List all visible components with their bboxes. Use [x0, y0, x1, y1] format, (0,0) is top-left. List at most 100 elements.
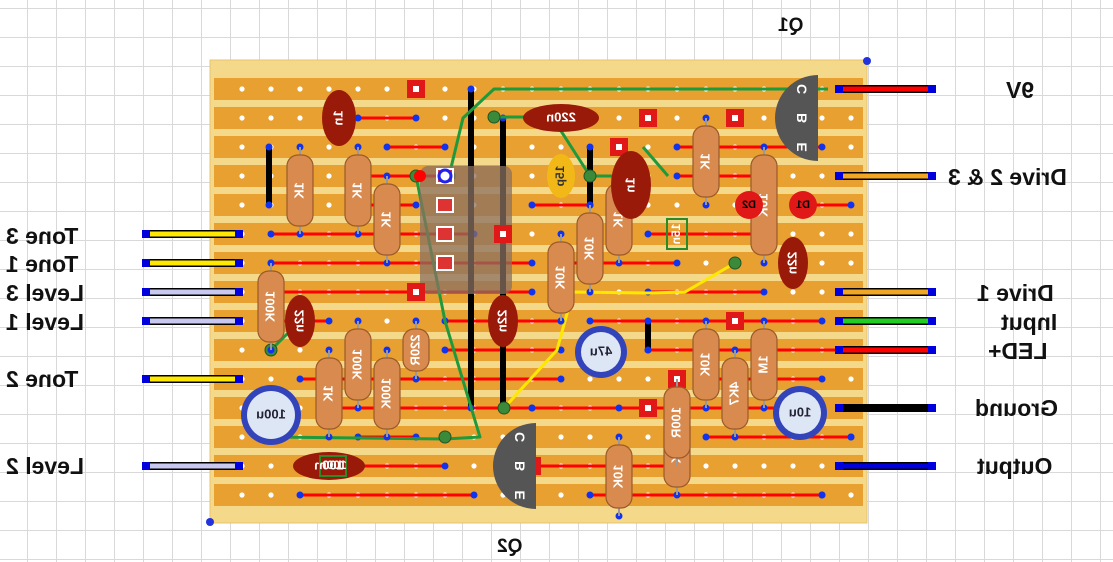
q2-label: Q2 — [497, 536, 523, 557]
solder-point — [528, 404, 536, 412]
strip-hole — [239, 347, 245, 353]
electrolytic-top — [581, 332, 621, 372]
transistor-pin-label: B — [794, 113, 810, 123]
strip-hole — [239, 115, 245, 121]
strip-hole — [239, 202, 245, 208]
resistor-body — [692, 125, 720, 198]
tantalum-body — [547, 154, 575, 198]
ceramic-body — [523, 104, 599, 132]
solder-point — [557, 375, 565, 383]
resistor-body — [402, 328, 430, 372]
ceramic-value: 22n — [291, 310, 306, 332]
copper-strip — [214, 252, 863, 274]
resistor-value: 4K7 — [726, 382, 741, 406]
solder-point — [441, 462, 449, 470]
green-wire — [494, 115, 629, 178]
label-drive-2-3: Drive 2 & 3 — [948, 164, 1067, 190]
lead-end — [835, 404, 843, 412]
resistor-body — [692, 328, 720, 401]
resistor: 1K — [692, 118, 720, 205]
strip-hole — [674, 202, 680, 208]
resistor-body — [344, 154, 372, 227]
strip-hole — [326, 202, 332, 208]
strip-hole — [848, 260, 854, 266]
strip-hole — [645, 434, 651, 440]
strip-hole — [616, 115, 622, 121]
label-level-2: Level 2 — [6, 453, 84, 479]
transistor-pin-label: B — [512, 461, 528, 471]
resistor-body — [576, 212, 604, 285]
strip-hole — [239, 86, 245, 92]
cut-pad-hole — [413, 289, 419, 295]
solder-point — [412, 201, 420, 209]
strip-hole — [587, 434, 593, 440]
transistor-body — [775, 75, 818, 161]
ic-pin-pad — [436, 226, 454, 242]
resistor-body — [750, 328, 778, 401]
strip-hole — [268, 492, 274, 498]
diode-body — [789, 191, 817, 219]
strip-hole — [819, 260, 825, 266]
off-board-leads — [142, 85, 936, 470]
lead-end — [835, 172, 843, 180]
ceramic-body — [322, 90, 356, 146]
strip-hole — [529, 173, 535, 179]
strip-hole — [819, 231, 825, 237]
solder-point — [818, 491, 826, 499]
strip-hole — [529, 231, 535, 237]
solder-point — [441, 346, 449, 354]
resistor: 1K — [286, 147, 314, 234]
resistor: 1M — [750, 321, 778, 408]
strip-hole — [587, 376, 593, 382]
resistor-body — [373, 183, 401, 256]
solder-point — [644, 346, 652, 354]
lead-end — [142, 462, 150, 470]
resistor-value: 1K — [349, 182, 364, 199]
label-tone-2: Tone 2 — [6, 366, 79, 392]
solder-point — [760, 288, 768, 296]
transistor-pin-label: C — [794, 84, 810, 94]
ceramic-capacitor: 22n — [488, 295, 518, 347]
lead-end — [235, 462, 243, 470]
solder-point — [528, 201, 536, 209]
solder-point — [441, 143, 449, 151]
strip-hole — [558, 434, 564, 440]
strip-hole — [848, 115, 854, 121]
cut-pad-hole — [413, 86, 419, 92]
resistor: 100K — [257, 263, 285, 350]
resistor: 10K — [605, 437, 633, 516]
tantalum-capacitor: 15p — [547, 154, 575, 198]
solder-point — [528, 288, 536, 296]
diode-body — [735, 191, 763, 219]
solder-point — [467, 85, 475, 93]
strip-hole — [442, 86, 448, 92]
strip-hole — [529, 144, 535, 150]
strip-hole — [616, 376, 622, 382]
cut-pad-hole — [645, 405, 651, 411]
strip-hole — [239, 173, 245, 179]
transistor: CBE — [775, 75, 818, 161]
cut-pad-hole — [732, 318, 738, 324]
solder-point — [847, 201, 855, 209]
lead-end — [235, 259, 243, 267]
resistor-value: 1K — [320, 385, 335, 402]
lead-end — [835, 317, 843, 325]
ic-pin-pad — [436, 197, 454, 213]
strip-hole — [297, 347, 303, 353]
lead-end — [235, 375, 243, 383]
ceramic-value: 22n — [494, 310, 509, 332]
resistor: 1K — [315, 350, 343, 437]
transistor-pin-label: E — [512, 490, 528, 499]
strip-hole — [268, 115, 274, 121]
diode: D1 — [789, 191, 817, 219]
wire-end-pad — [728, 256, 742, 270]
resistor-body — [286, 154, 314, 227]
wire-end-pad — [487, 110, 501, 124]
resistor-value: 1M — [755, 355, 770, 373]
solder-point — [818, 317, 826, 325]
strip-hole — [790, 173, 796, 179]
resistor-value: 220R — [407, 334, 422, 366]
lead-end — [835, 462, 843, 470]
strip-hole — [239, 144, 245, 150]
